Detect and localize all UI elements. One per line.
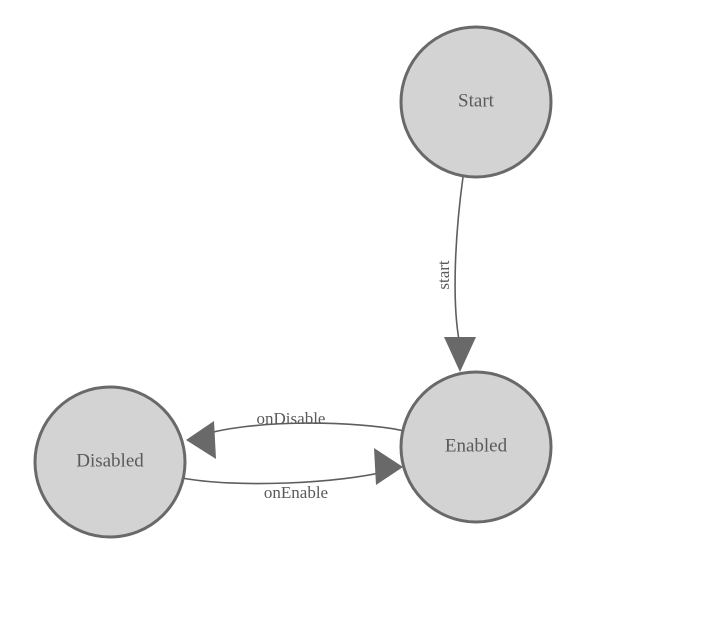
edge-enabled-to-disabled[interactable]: onDisable	[186, 409, 405, 459]
arrowhead-icon-enabled-to-disabled	[186, 421, 216, 459]
state-node-disabled-label: Disabled	[76, 450, 144, 471]
state-node-enabled-circle	[399, 370, 553, 524]
edge-line-enabled-to-disabled	[195, 422, 405, 438]
edge-label-onenable: onEnable	[264, 483, 328, 502]
state-node-disabled[interactable]: Disabled	[33, 385, 187, 539]
state-node-enabled-label: Enabled	[445, 435, 508, 456]
state-node-start-label: Start	[458, 90, 495, 111]
edge-label-ondisable: onDisable	[257, 409, 326, 428]
edge-line-start-to-enabled	[454, 176, 464, 341]
state-node-disabled-circle	[33, 385, 187, 539]
arrowhead-icon-start-to-enabled	[444, 337, 476, 372]
edge-disabled-to-enabled[interactable]: onEnable	[181, 448, 403, 502]
edge-label-start: start	[434, 260, 453, 290]
edge-line-disabled-to-enabled	[181, 469, 393, 485]
state-node-start-circle	[399, 25, 553, 179]
arrowhead-icon-disabled-to-enabled	[374, 448, 403, 485]
state-node-enabled[interactable]: Enabled	[399, 370, 553, 524]
edge-start-to-enabled[interactable]: start	[434, 176, 476, 372]
state-node-start[interactable]: Start	[399, 25, 553, 179]
